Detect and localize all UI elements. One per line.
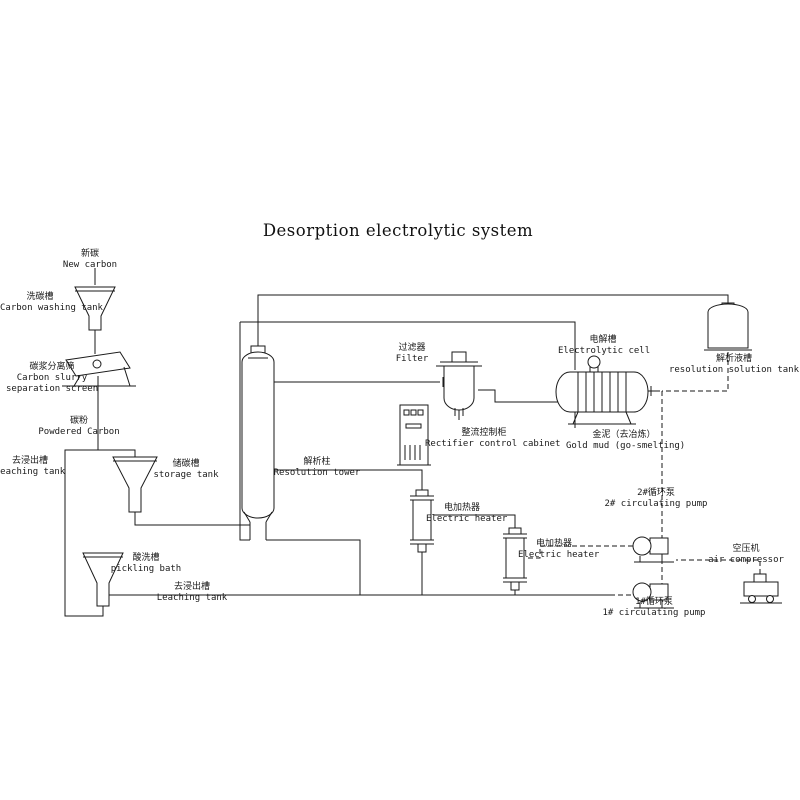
resolution-solution-tank-shape	[704, 302, 752, 351]
label-resolution-solution-tank: 解析液槽 resolution solution tank	[668, 354, 800, 375]
label-electric-heater-lower: 电加热器 Electric heater	[518, 539, 600, 560]
air-compressor-shape	[740, 573, 782, 604]
label-leaching-tank-left: 去浸出槽 Leaching tank	[0, 456, 66, 477]
label-carbon-slurry-separation-screen: 碳浆分离筛 Carbon slurry separation screen	[6, 362, 99, 394]
rectifier-control-cabinet-shape	[397, 404, 431, 466]
label-carbon-washing-tank: 洗碳槽 Carbon washing tank	[0, 292, 103, 313]
label-electric-heater-upper: 电加热器 Electric heater	[426, 503, 508, 524]
pipes-solid	[64, 268, 729, 617]
label-pickling-bath: 酸洗槽 pickling bath	[110, 553, 182, 574]
diagram-title: Desorption electrolytic system	[262, 221, 534, 240]
label-circulating-pump-2: 2#循环泵 2# circulating pump	[604, 488, 708, 509]
label-rectifier-control-cabinet: 整流控制柜 Rectifier control cabinet	[425, 428, 561, 449]
label-new-carbon: 新碳 New carbon	[62, 249, 118, 270]
circulating-pump-2-shape	[632, 536, 674, 563]
label-circulating-pump-1: 1#循环泵 1# circulating pump	[602, 597, 706, 618]
label-electrolytic-cell: 电解槽 Electrolytic cell	[558, 335, 651, 356]
resolution-tower-shape	[241, 345, 275, 540]
carbon-slurry-separation-screen-shape	[62, 351, 136, 387]
electric-heater-lower-shape	[503, 527, 527, 591]
electric-heater-upper-shape	[410, 489, 434, 553]
label-resolution-tower: 解析柱 Resolution tower	[273, 457, 361, 478]
carbon-washing-tank-shape	[74, 286, 116, 331]
label-storage-tank: 储碳槽 storage tank	[153, 459, 219, 480]
electrolytic-cell-shape	[555, 355, 652, 425]
filter-shape	[436, 351, 482, 420]
storage-tank-shape	[112, 456, 158, 513]
pickling-bath-shape	[82, 552, 124, 607]
label-powdered-carbon: 碳粉 Powdered Carbon	[38, 416, 120, 437]
circulating-pump-1-shape	[632, 582, 674, 609]
pipes-dashed	[527, 352, 761, 606]
label-filter: 过滤器 Filter	[395, 343, 429, 364]
label-leaching-tank-bottom: 去浸出槽 Leaching tank	[156, 582, 228, 603]
label-gold-mud: 金泥（去冶炼） Gold mud (go-smelting)	[566, 430, 686, 451]
label-air-compressor: 空压机 air compressor	[708, 544, 784, 565]
